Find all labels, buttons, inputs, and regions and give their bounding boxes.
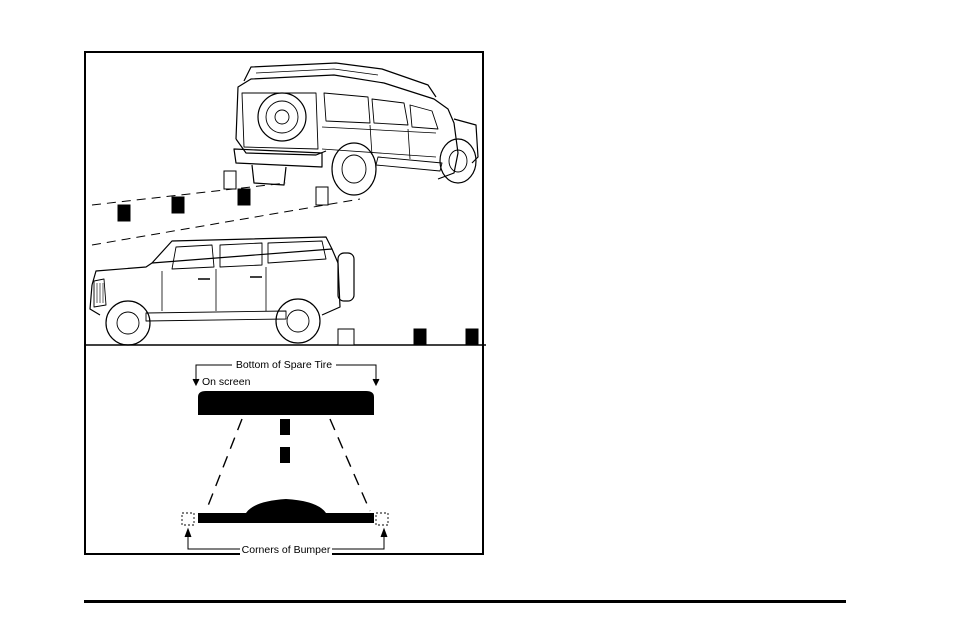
- side-view-ground: [86, 329, 486, 345]
- parking-assist-diagram: Bottom of Spare Tire On screen Corners: [84, 51, 484, 555]
- rear-perspective-vehicle: [234, 63, 478, 195]
- on-screen-label: On screen: [202, 376, 251, 388]
- corners-label: Corners of Bumper: [242, 544, 331, 556]
- spare-tire-label: Bottom of Spare Tire: [236, 359, 332, 371]
- side-view-vehicle: [90, 237, 354, 345]
- obstacle-markers-perspective: [118, 171, 328, 221]
- on-screen-spare-tire: [198, 391, 374, 415]
- on-screen-bumper: [198, 499, 374, 523]
- on-screen-obstacle-markers: [280, 419, 290, 463]
- page-footer-rule: [84, 600, 846, 603]
- diagram-svg: Bottom of Spare Tire On screen Corners: [86, 53, 486, 557]
